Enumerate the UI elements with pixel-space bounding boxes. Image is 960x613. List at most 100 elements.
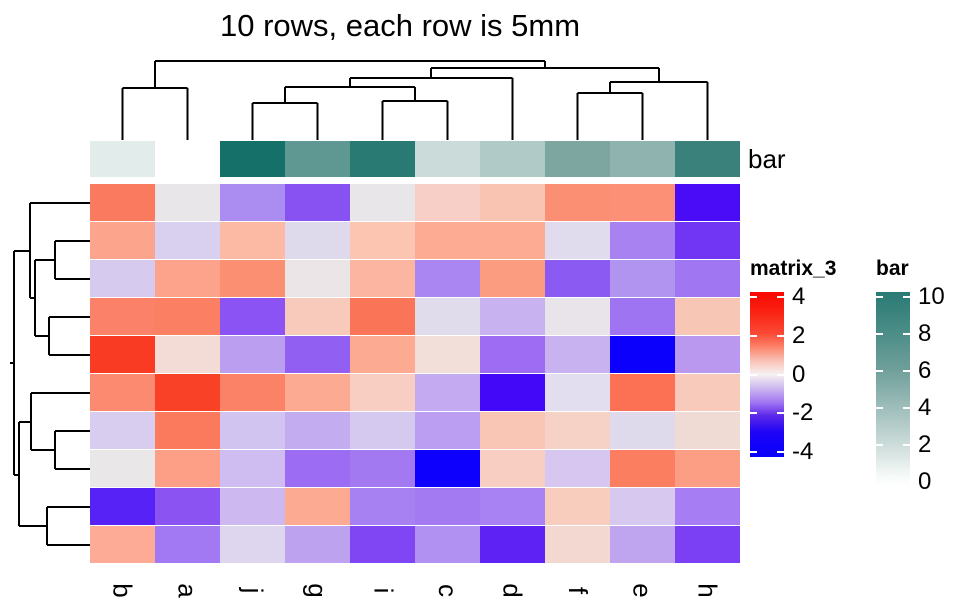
heatmap-cell-r9-e <box>610 488 675 525</box>
heatmap-cell-r10-c <box>415 526 480 563</box>
legend-tick-label-2: 2 <box>918 431 932 458</box>
heatmap-cell-r6-d <box>480 374 545 411</box>
heatmap-cell-r8-h <box>675 450 740 487</box>
heatmap-cell-r2-b <box>90 222 155 259</box>
heatmap-cell-r9-j <box>220 488 285 525</box>
heatmap-cell-r4-a <box>155 298 220 335</box>
column-label-a: a <box>155 567 220 613</box>
legend-tick-mark <box>903 444 910 446</box>
heatmap-cell-r9-d <box>480 488 545 525</box>
annotation-cell-g <box>285 141 350 177</box>
legend-tick-mark <box>777 296 784 298</box>
heatmap-cell-r4-h <box>675 298 740 335</box>
heatmap-cell-r6-h <box>675 374 740 411</box>
heatmap-cell-r6-a <box>155 374 220 411</box>
legend-tick-mark <box>750 451 757 453</box>
heatmap-cell-r7-h <box>675 412 740 449</box>
heatmap-cell-r7-d <box>480 412 545 449</box>
heatmap-cell-r10-a <box>155 526 220 563</box>
heatmap-cell-r5-i <box>350 336 415 373</box>
heatmap-cell-r7-i <box>350 412 415 449</box>
legend-tick-label-6: 6 <box>918 357 932 384</box>
legend-tick-label-2: 2 <box>792 321 806 349</box>
chart-title: 10 rows, each row is 5mm <box>219 8 581 43</box>
heatmap-cell-r9-b <box>90 488 155 525</box>
column-label-i: i <box>350 567 415 613</box>
heatmap-cell-r10-e <box>610 526 675 563</box>
heatmap-cell-r7-a <box>155 412 220 449</box>
legend-tick-mark <box>777 334 784 337</box>
column-label-text: a <box>173 582 203 598</box>
heatmap-cell-r6-c <box>415 374 480 411</box>
heatmap-cell-r4-i <box>350 298 415 335</box>
column-label-e: e <box>610 567 675 613</box>
matrix-legend-title: matrix_3 <box>750 257 837 280</box>
heatmap-cell-r6-f <box>545 374 610 411</box>
heatmap-cell-r9-h <box>675 488 740 525</box>
heatmap-cell-r9-f <box>545 488 610 525</box>
heatmap-cell-r2-g <box>285 222 350 259</box>
heatmap-cell-r1-d <box>480 184 545 221</box>
legend-tick-label-10: 10 <box>918 283 945 310</box>
annotation-cell-e <box>610 141 675 177</box>
heatmap-cell-r10-b <box>90 526 155 563</box>
annotation-cell-c <box>415 141 480 177</box>
legend-tick-mark <box>750 334 757 337</box>
heatmap-cell-r1-j <box>220 184 285 221</box>
heatmap-cell-r6-i <box>350 374 415 411</box>
heatmap-cell-r3-e <box>610 260 675 297</box>
heatmap-cell-r6-j <box>220 374 285 411</box>
heatmap-cell-r8-c <box>415 450 480 487</box>
heatmap-cell-r10-d <box>480 526 545 563</box>
heatmap-cell-r8-f <box>545 450 610 487</box>
legend-tick-mark <box>903 370 910 372</box>
column-annotation-bar <box>90 141 740 177</box>
heatmap-cell-r3-f <box>545 260 610 297</box>
column-label-b: b <box>90 567 155 613</box>
heatmap-cell-r2-f <box>545 222 610 259</box>
heatmap-cell-r10-i <box>350 526 415 563</box>
column-label-d: d <box>480 567 545 613</box>
heatmap-cell-r8-g <box>285 450 350 487</box>
heatmap-cell-r7-c <box>415 412 480 449</box>
legend-tick-mark <box>750 373 757 376</box>
heatmap-cell-r5-b <box>90 336 155 373</box>
heatmap-cell-r6-e <box>610 374 675 411</box>
heatmap-cell-r4-c <box>415 298 480 335</box>
legend-tick-label-4: 4 <box>918 394 932 421</box>
heatmap-cell-r4-b <box>90 298 155 335</box>
heatmap-cell-r4-j <box>220 298 285 335</box>
heatmap-cell-r1-b <box>90 184 155 221</box>
legend-tick-mark <box>777 412 784 415</box>
column-label-text: g <box>303 582 333 598</box>
heatmap-cell-r3-a <box>155 260 220 297</box>
heatmap-cell-r4-d <box>480 298 545 335</box>
legend-tick-mark <box>876 444 883 446</box>
heatmap-cell-r10-j <box>220 526 285 563</box>
heatmap-cell-r1-a <box>155 184 220 221</box>
column-label-text: j <box>238 587 268 593</box>
legend-tick-mark <box>876 370 883 372</box>
heatmap-cell-r5-f <box>545 336 610 373</box>
heatmap-cell-r8-d <box>480 450 545 487</box>
heatmap-cell-r10-f <box>545 526 610 563</box>
column-label-text: f <box>562 586 593 594</box>
column-label-text: d <box>498 582 528 598</box>
heatmap-cell-r3-d <box>480 260 545 297</box>
heatmap-cell-r1-f <box>545 184 610 221</box>
legend-tick-mark <box>750 412 757 415</box>
column-label-text: b <box>108 582 138 598</box>
column-label-text: e <box>628 582 658 598</box>
legend-tick-mark <box>903 333 910 335</box>
heatmap-cell-r3-h <box>675 260 740 297</box>
heatmap-cell-r7-g <box>285 412 350 449</box>
annotation-cell-i <box>350 141 415 177</box>
heatmap-cell-r3-c <box>415 260 480 297</box>
heatmap-cell-r10-h <box>675 526 740 563</box>
legend-tick-mark <box>777 373 784 376</box>
column-label-h: h <box>675 567 740 613</box>
heatmap-cell-r7-f <box>545 412 610 449</box>
heatmap-cell-r5-j <box>220 336 285 373</box>
heatmap-cell-r2-d <box>480 222 545 259</box>
heatmap-cell-r9-i <box>350 488 415 525</box>
